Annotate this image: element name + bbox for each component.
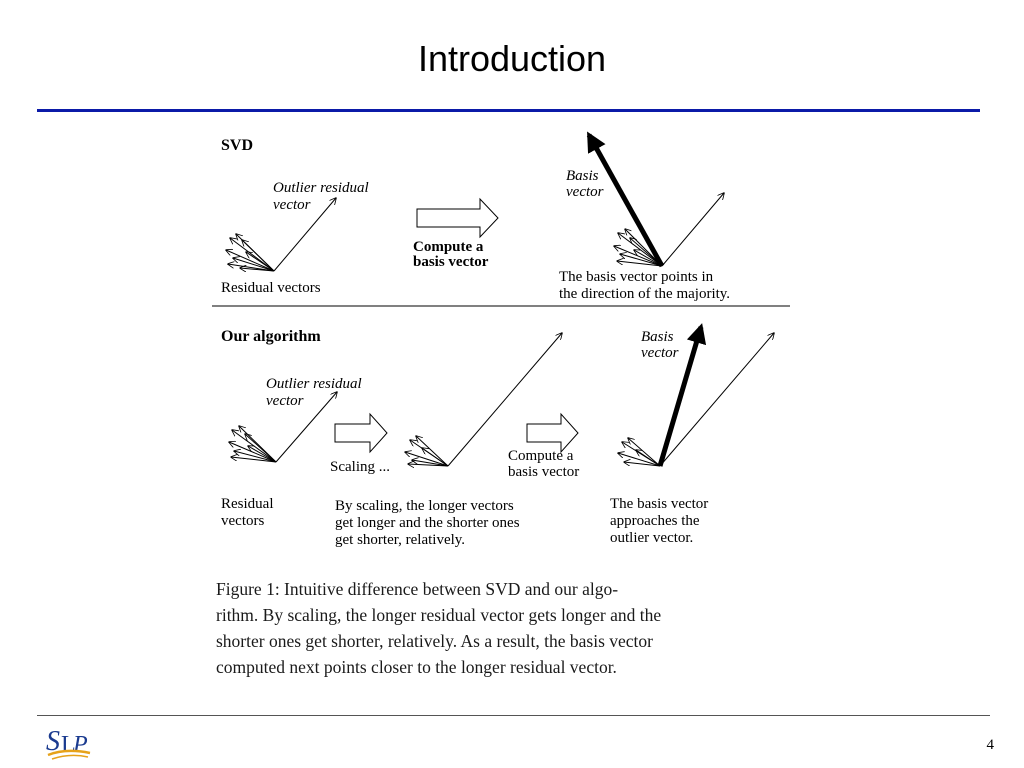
figure-caption: Figure 1: Intuitive difference between S…: [216, 576, 796, 680]
svd-basis-vector: [586, 131, 665, 268]
svd-outlier-vector: [273, 198, 336, 272]
ours-basis-vector: [657, 323, 707, 467]
ours-compute-arrow: [526, 412, 579, 454]
ours-scaling-text: By scaling, the longer vectors get longe…: [335, 498, 523, 548]
ours-outlier-vector-2: [447, 333, 562, 467]
title-divider: [37, 109, 980, 112]
slide-title: Introduction: [417, 38, 607, 79]
ours-scaling-label: Scaling ...: [330, 459, 390, 475]
slp-logo: S L P: [46, 726, 91, 760]
caption-line: shorter ones get shorter, relatively. As…: [216, 631, 653, 651]
caption-line: computed next points closer to the longe…: [216, 657, 617, 677]
svd-outlier-label: Outlier residual vector: [273, 180, 372, 213]
ours-basis-label: Basis vector: [641, 329, 679, 361]
svd-heading: SVD: [221, 137, 253, 154]
caption-line: Figure 1: Intuitive difference between S…: [216, 579, 619, 599]
svd-compute-label: Compute a basis vector: [413, 239, 489, 270]
ours-result-cluster: [618, 438, 661, 467]
ours-outlier-vector-1: [275, 392, 337, 463]
ours-residual-cluster-1: [229, 426, 277, 463]
svd-result-text: The basis vector points in the direction…: [559, 269, 730, 302]
ours-result-outlier-vector: [659, 333, 774, 467]
ours-scaling-arrow: [334, 412, 388, 454]
svd-residual-label: Residual vectors: [221, 280, 321, 296]
svd-residual-cluster: [226, 234, 275, 271]
ours-residual-cluster-2: [405, 436, 449, 466]
svg-text:P: P: [72, 732, 88, 758]
svg-text:S: S: [46, 726, 60, 757]
svd-compute-arrow: [416, 197, 499, 239]
page-number: 4: [986, 737, 995, 753]
svd-result-cluster: [614, 229, 663, 267]
footer-divider: [37, 715, 990, 716]
ours-heading: Our algorithm: [221, 328, 321, 345]
caption-line: rithm. By scaling, the longer residual v…: [216, 605, 662, 625]
ours-result-text: The basis vector approaches the outlier …: [610, 496, 712, 546]
svd-result-outlier-vector: [661, 193, 724, 267]
ours-compute-label: Compute a basis vector: [508, 448, 579, 480]
ours-residual-label: Residual vectors: [221, 496, 277, 529]
ours-outlier-label: Outlier residual vector: [266, 376, 365, 409]
svd-basis-label: Basis vector: [566, 168, 604, 200]
